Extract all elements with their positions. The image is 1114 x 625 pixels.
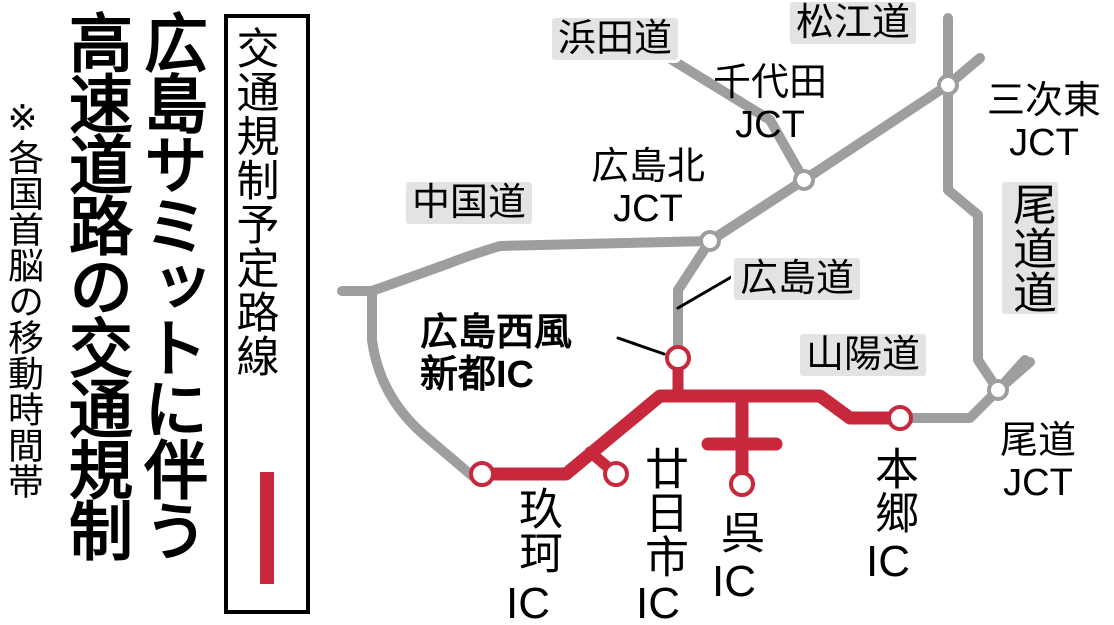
label-chugoku-road: 中国道 xyxy=(406,182,533,224)
node-kuba-ic xyxy=(469,461,495,487)
label-hiroshima-kita-jct: 広島北 JCT xyxy=(578,146,718,230)
node-chiyoda-jct xyxy=(793,169,815,191)
label-sanyo-road: 山陽道 xyxy=(800,334,927,376)
label-hatsukaichi-ic-type: IC xyxy=(636,579,680,625)
node-miyoshi-higashi-jct xyxy=(937,74,959,96)
node-hiroshima-kita-jct xyxy=(699,230,721,252)
label-hiroshima-nishi-ic: 広島西風 新都IC xyxy=(420,312,572,396)
label-hatsukaichi-ic-name: 廿日市 xyxy=(637,446,688,578)
label-hamada-road: 浜田道 xyxy=(552,18,679,60)
label-kuba-ic-type: IC xyxy=(506,579,550,625)
label-kure-ic-type: IC xyxy=(712,557,756,606)
node-hatsukaichi-ic xyxy=(603,461,629,487)
node-hiroshima-nishi-ic xyxy=(665,345,691,371)
road-chugoku xyxy=(367,53,985,296)
label-miyoshi-higashi-jct-name: 三次東 xyxy=(986,80,1101,122)
label-kure-ic-name: 呉 xyxy=(713,510,764,554)
label-kuba-ic-name: 玖珂 xyxy=(511,486,562,574)
node-onomichi-jct xyxy=(987,379,1009,401)
label-onomichi-jct-name: 尾道 xyxy=(999,420,1076,462)
road-hamada xyxy=(651,45,809,185)
leader-hiroshima-nishi xyxy=(616,336,666,356)
label-chiyoda-jct: 千代田 JCT xyxy=(700,62,840,146)
label-miyoshi-higashi-jct-type: JCT xyxy=(1009,122,1079,164)
label-hiroshima-nishi-ic-name2: 新都IC xyxy=(420,354,535,396)
label-hiroshima-kita-jct-type: JCT xyxy=(613,188,683,230)
label-hongo-ic-type: IC xyxy=(866,537,910,586)
road-sanyo-east xyxy=(895,357,1035,423)
headline-line-1: 広島サミットに伴う xyxy=(133,10,207,559)
leader-hiroshima-road xyxy=(676,270,742,310)
label-onomichi-jct-type: JCT xyxy=(1003,462,1073,504)
road-hiroshima xyxy=(673,236,715,363)
headline-line-2: 高速道路の交通規制 xyxy=(58,10,132,559)
legend-label: 交通規制予定路線 xyxy=(229,26,279,378)
headline-note: ※各国首脳の移動時間帯 xyxy=(2,98,43,499)
node-hongo-ic xyxy=(887,405,913,431)
label-chiyoda-jct-type: JCT xyxy=(735,104,805,146)
label-onomichi-jct: 尾道 JCT xyxy=(978,420,1098,504)
restricted-sanyo xyxy=(475,389,907,481)
label-matsue-road: 松江道 xyxy=(790,2,917,44)
label-hiroshima-kita-jct-name: 広島北 xyxy=(590,146,705,188)
node-kure-ic xyxy=(729,471,755,497)
label-hiroshima-road: 広島道 xyxy=(734,258,861,300)
legend-restricted-line-swatch xyxy=(260,472,274,584)
label-hiroshima-nishi-ic-name: 広島西風 xyxy=(420,312,573,354)
label-chiyoda-jct-name: 千代田 xyxy=(712,62,827,104)
label-miyoshi-higashi-jct: 三次東 JCT xyxy=(974,80,1114,164)
label-onomichi-road: 尾道道 xyxy=(1002,182,1058,314)
label-hongo-ic-name: 本郷 xyxy=(867,446,918,534)
